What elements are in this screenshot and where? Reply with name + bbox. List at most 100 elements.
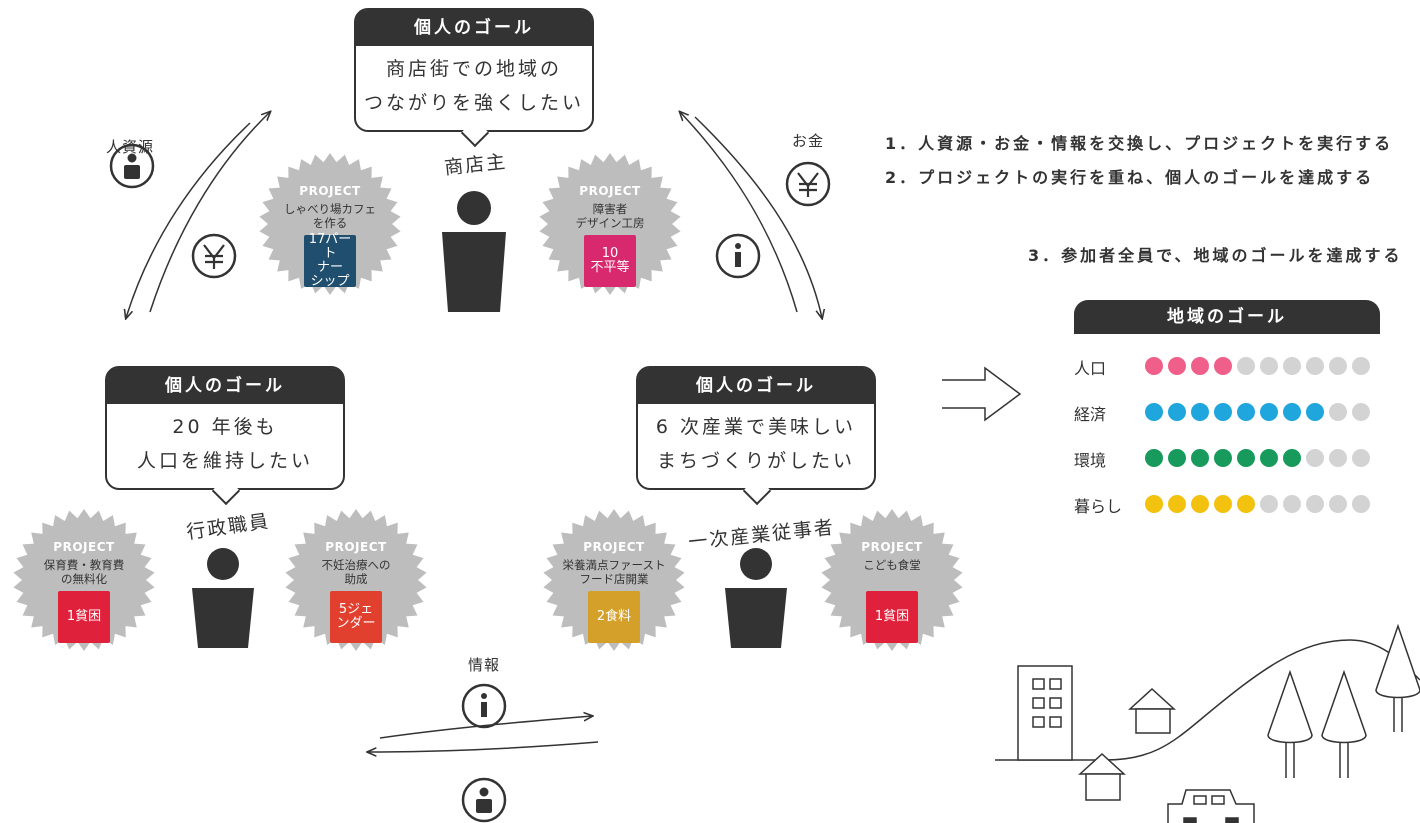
- filled-dot: [1145, 357, 1163, 375]
- goal-header: 個人のゴール: [356, 10, 592, 46]
- filled-dot: [1168, 403, 1186, 421]
- empty-dot: [1306, 357, 1324, 375]
- filled-dot: [1191, 449, 1209, 467]
- sdg-tag: 1貧困: [866, 591, 918, 643]
- badge-seal-icon: [821, 509, 963, 651]
- filled-dot: [1214, 449, 1232, 467]
- goal-row-label: 環境: [1074, 451, 1107, 470]
- filled-dot: [1191, 495, 1209, 513]
- project-title: PROJECT: [861, 540, 923, 554]
- empty-dot: [1329, 403, 1347, 421]
- filled-dot: [1306, 403, 1324, 421]
- empty-dot: [1352, 357, 1370, 375]
- goal-row-label: 経済: [1074, 405, 1107, 424]
- project-title: PROJECT: [53, 540, 115, 554]
- filled-dot: [1191, 403, 1209, 421]
- empty-dot: [1306, 495, 1324, 513]
- badge-seal-icon: [285, 509, 427, 651]
- goal-row: 経済: [1074, 399, 1394, 427]
- filled-dot: [1191, 357, 1209, 375]
- empty-dot: [1260, 357, 1278, 375]
- money-resource-label: お金: [792, 132, 825, 150]
- filled-dot: [1260, 403, 1278, 421]
- goal-text-line1: 20 年後も: [172, 416, 278, 438]
- yen-icon: [191, 233, 237, 279]
- filled-dot: [1168, 357, 1186, 375]
- filled-dot: [1283, 403, 1301, 421]
- project-badge: PROJECT しゃべり場カフェ を作る 17パート ナー シップ: [258, 152, 402, 296]
- shopkeeper-figure: [442, 191, 506, 312]
- project-badge: PROJECT 栄養満点ファースト フード店開業 2食料: [542, 508, 686, 652]
- filled-dot: [1145, 495, 1163, 513]
- farmer-goal-bubble: 個人のゴール 6 次産業で美味しい まちづくりがしたい: [636, 366, 876, 490]
- arrow-right-up: [680, 112, 798, 313]
- sdg-tag: 1貧困: [58, 591, 110, 643]
- arrow-left-up: [149, 112, 270, 313]
- project-name: しゃべり場カフェ を作る: [284, 202, 376, 230]
- project-title: PROJECT: [299, 184, 361, 198]
- empty-dot: [1283, 357, 1301, 375]
- project-title: PROJECT: [325, 540, 387, 554]
- project-name: 栄養満点ファースト フード店開業: [562, 558, 666, 586]
- project-badge: PROJECT 保育費・教育費 の無料化 1貧困: [12, 508, 156, 652]
- goal-text-line2: 人口を維持したい: [136, 450, 313, 472]
- empty-dot: [1260, 495, 1278, 513]
- filled-dot: [1283, 449, 1301, 467]
- info-icon-2: [461, 683, 507, 729]
- sdg-tag: 2食料: [588, 591, 640, 643]
- project-title: PROJECT: [579, 184, 641, 198]
- info-icon: [715, 233, 761, 279]
- goal-header: 個人のゴール: [107, 368, 343, 404]
- badge-seal-icon: [539, 153, 681, 295]
- empty-dot: [1329, 449, 1347, 467]
- empty-dot: [1329, 357, 1347, 375]
- project-name: 障害者 デザイン工房: [575, 202, 645, 230]
- step-3: 3．参加者全員で、地域のゴールを達成する: [1028, 246, 1403, 265]
- arrow-right-down: [694, 116, 822, 318]
- empty-dot: [1352, 495, 1370, 513]
- arrow-bottom-left: [368, 741, 599, 752]
- project-name: 不妊治療への 助成: [321, 558, 391, 586]
- empty-dot: [1352, 403, 1370, 421]
- info-resource-label: 情報: [468, 656, 501, 674]
- sdg-tag: 10 不平等: [584, 235, 636, 287]
- goal-text-line2: まちづくりがしたい: [656, 450, 855, 472]
- filled-dot: [1260, 449, 1278, 467]
- arrow-bottom-right: [379, 716, 592, 739]
- people-resource-label: 人資源: [106, 138, 155, 156]
- filled-dot: [1237, 449, 1255, 467]
- sdg-tag: 5ジェ ンダー: [330, 591, 382, 643]
- empty-dot: [1352, 449, 1370, 467]
- badge-seal-icon: [543, 509, 685, 651]
- big-right-arrow: [942, 366, 1022, 422]
- filled-dot: [1214, 357, 1232, 375]
- project-badge: PROJECT こども食堂 1貧困: [820, 508, 964, 652]
- empty-dot: [1237, 357, 1255, 375]
- regional-goal-header: 地域のゴール: [1074, 300, 1380, 334]
- official-goal-bubble: 個人のゴール 20 年後も 人口を維持したい: [105, 366, 345, 490]
- project-title: PROJECT: [583, 540, 645, 554]
- filled-dot: [1168, 495, 1186, 513]
- goal-text-line1: 商店街での地域の: [385, 58, 562, 80]
- goal-progress-dots: [1145, 449, 1370, 467]
- goal-text-line2: つながりを強くしたい: [363, 92, 584, 114]
- badge-seal-icon: [13, 509, 155, 651]
- goal-row-label: 暮らし: [1074, 497, 1123, 516]
- filled-dot: [1145, 449, 1163, 467]
- goal-text-line1: 6 次産業で美味しい: [655, 416, 857, 438]
- person-resource-icon-2: [461, 777, 507, 823]
- sdg-tag: 17パート ナー シップ: [304, 233, 356, 289]
- project-badge: PROJECT 不妊治療への 助成 5ジェ ンダー: [284, 508, 428, 652]
- project-name: こども食堂: [863, 558, 921, 572]
- empty-dot: [1306, 449, 1324, 467]
- filled-dot: [1214, 495, 1232, 513]
- yen-icon-2: [785, 161, 831, 207]
- shopkeeper-goal-bubble: 個人のゴール 商店街での地域の つながりを強くしたい: [354, 8, 594, 132]
- goal-row: 暮らし: [1074, 491, 1394, 519]
- step-1: 1．人資源・お金・情報を交換し、プロジェクトを実行する: [885, 134, 1394, 153]
- goal-progress-dots: [1145, 357, 1370, 375]
- goal-row: 人口: [1074, 353, 1394, 381]
- filled-dot: [1214, 403, 1232, 421]
- arrow-left-down: [126, 122, 251, 318]
- goal-progress-dots: [1145, 495, 1370, 513]
